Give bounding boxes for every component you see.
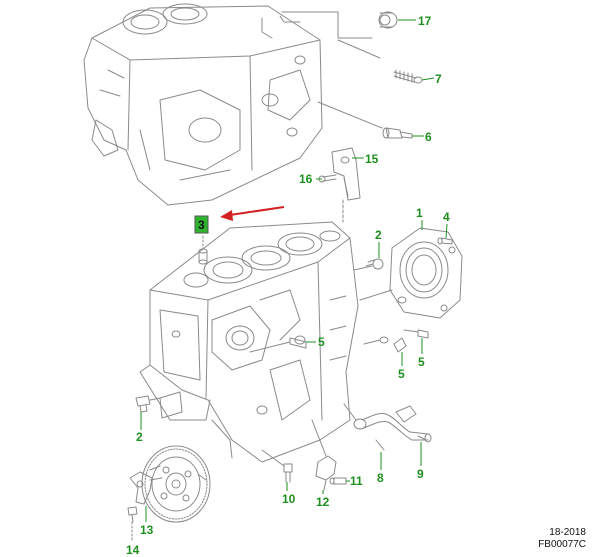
reference-code: FB00077C [538,539,586,550]
callout-9: 9 [417,467,424,481]
callout-5-a: 5 [318,335,325,349]
callout-5-c: 5 [398,367,405,381]
highlight-part-3 [194,215,209,234]
part-17-plug [378,11,398,29]
callout-3: 3 [198,218,205,232]
part-5-dowels [249,329,429,353]
part-11-bolt [329,477,347,485]
part-12-bracket [311,419,337,491]
callout-17: 17 [418,14,432,28]
part-10-bolt [261,449,293,483]
part-13-bracket [129,471,163,505]
callout-2-upper: 2 [375,228,382,242]
callout-12: 12 [316,495,330,509]
callout-8: 8 [377,471,384,485]
part-3-dowel [198,235,208,265]
reference-date: 18-2018 [549,527,586,538]
callout-15: 15 [365,152,379,166]
lower-engine-block [139,221,359,463]
callout-11: 11 [350,474,363,488]
part-4-bolt [437,237,453,245]
callout-1: 1 [416,206,423,220]
callout-6: 6 [425,130,432,144]
part-14-bolt [127,506,138,541]
callout-10: 10 [282,492,296,506]
red-direction-arrow [220,206,285,221]
callout-4: 4 [443,210,450,224]
callout-7: 7 [435,72,442,86]
callout-13: 13 [140,523,154,537]
callout-2-lower: 2 [136,430,143,444]
part-8-sensor-harness [343,403,432,451]
part-16-bolt [318,174,337,183]
part-7-stud [393,69,423,84]
callout-5-b: 5 [418,355,425,369]
upper-leader-lines [281,11,383,129]
upper-engine-block [83,3,323,206]
callout-14: 14 [126,543,140,557]
callout-16: 16 [299,172,313,186]
part-2-plug-upper [365,258,384,270]
part-1-rear-seal-housing [389,227,463,319]
part-2-drain-plug [135,395,161,413]
part-6-sensor [382,127,413,139]
part-15-bracket [331,147,361,201]
flywheel [141,445,211,523]
